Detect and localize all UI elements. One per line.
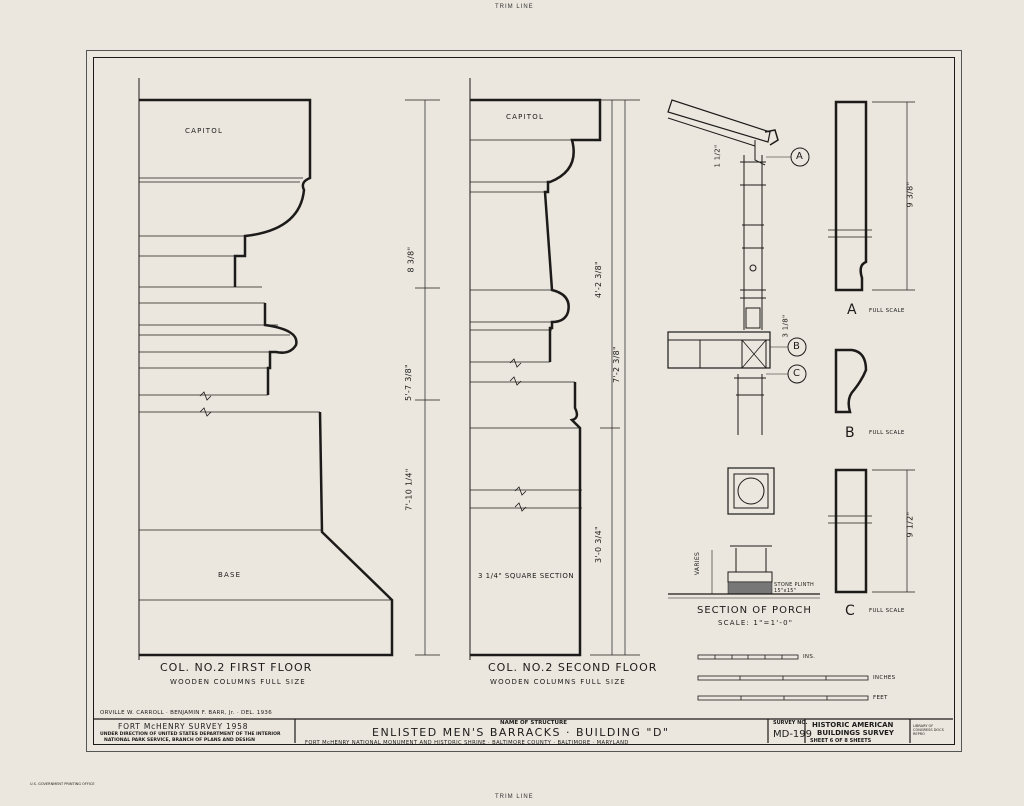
detail-a-note: FULL SCALE (869, 308, 905, 314)
structure-location: FORT McHENRY NATIONAL MONUMENT AND HISTO… (305, 740, 629, 746)
detail-c-dim: 9 1/2" (905, 511, 915, 538)
detail-b-note: FULL SCALE (869, 430, 905, 436)
porch-varies-note: VARIES (694, 551, 702, 576)
outer-border (86, 50, 962, 752)
porch-stone-note: STONE PLINTH 15"x15" (774, 582, 815, 594)
scale-inches-label-2: INCHES (873, 675, 896, 681)
habs-line-2: BUILDINGS SURVEY (817, 729, 894, 737)
porch-section (667, 99, 820, 599)
first-floor-capitol-label: CAPITOL (185, 127, 224, 135)
detail-a-dim: 9 3/8" (905, 181, 915, 208)
printer-note: U.S. GOVERNMENT PRINTING OFFICE (30, 782, 95, 786)
delineator-credits: ORVILLE W. CARROLL · BENJAMIN F. BARR, J… (100, 710, 273, 716)
first-floor-dim-mid: 5'-7 3/8" (404, 363, 414, 402)
first-floor-dim-top: 8 3/8" (406, 246, 416, 273)
survey-line: FORT McHENRY SURVEY 1958 (118, 722, 249, 731)
porch-title: SECTION OF PORCH (697, 605, 812, 616)
first-floor-column-profile (138, 78, 440, 660)
habs-line-1: HISTORIC AMERICAN (812, 721, 894, 729)
porch-marker-a: A (796, 151, 803, 162)
porch-dim-b: 3 1/8" (781, 314, 790, 338)
survey-no: MD-199 (773, 729, 813, 740)
second-floor-subtitle: WOODEN COLUMNS FULL SIZE (490, 678, 626, 686)
second-floor-capitol-label: CAPITOL (506, 113, 545, 121)
structure-name: ENLISTED MEN'S BARRACKS · BUILDING "D" (372, 726, 670, 739)
second-floor-column-profile (469, 78, 640, 660)
detail-profiles (834, 100, 868, 594)
detail-b-letter: B (845, 425, 855, 441)
agency-line-2: NATIONAL PARK SERVICE, BRANCH OF PLANS A… (104, 738, 255, 743)
first-floor-subtitle: WOODEN COLUMNS FULL SIZE (170, 678, 306, 686)
second-floor-dim-bottom: 3'-0 3/4" (594, 525, 604, 564)
second-floor-dim-mid: 7'-2 3/8" (612, 345, 622, 384)
first-floor-title: COL. NO.2 FIRST FLOOR (160, 661, 313, 674)
second-floor-dim-top: 4'-2 3/8" (594, 260, 604, 299)
porch-marker-b: B (793, 341, 800, 352)
sheet-number: SHEET 6 OF 8 SHEETS (810, 738, 872, 744)
porch-dim-a: 1 1/2" (713, 144, 722, 168)
scale-bars (697, 654, 869, 701)
trim-line-top: TRIM LINE (495, 4, 534, 10)
survey-no-label: SURVEY NO. (773, 720, 808, 726)
scale-inches-label: INS. (803, 654, 816, 660)
title-block-lines (93, 718, 953, 743)
porch-marker-c: C (793, 368, 800, 379)
second-floor-section-label: 3 1/4" SQUARE SECTION (478, 572, 575, 580)
trim-line-bottom: TRIM LINE (495, 794, 534, 800)
first-floor-base-label: BASE (218, 571, 242, 579)
detail-a-letter: A (847, 302, 857, 318)
first-floor-dim-bottom: 7'-10 1/4" (404, 468, 414, 511)
library-note: LIBRARY OF CONGRESS DOCS REPRO (913, 724, 944, 736)
detail-c-note: FULL SCALE (869, 608, 905, 614)
porch-scale: SCALE: 1"=1'-0" (718, 619, 794, 627)
inner-border (93, 57, 955, 745)
scale-feet-label: FEET (873, 695, 888, 701)
detail-c-letter: C (845, 603, 855, 619)
second-floor-title: COL. NO.2 SECOND FLOOR (488, 661, 658, 674)
structure-name-label: NAME OF STRUCTURE (500, 720, 568, 726)
agency-line-1: UNDER DIRECTION OF UNITED STATES DEPARTM… (100, 732, 281, 737)
